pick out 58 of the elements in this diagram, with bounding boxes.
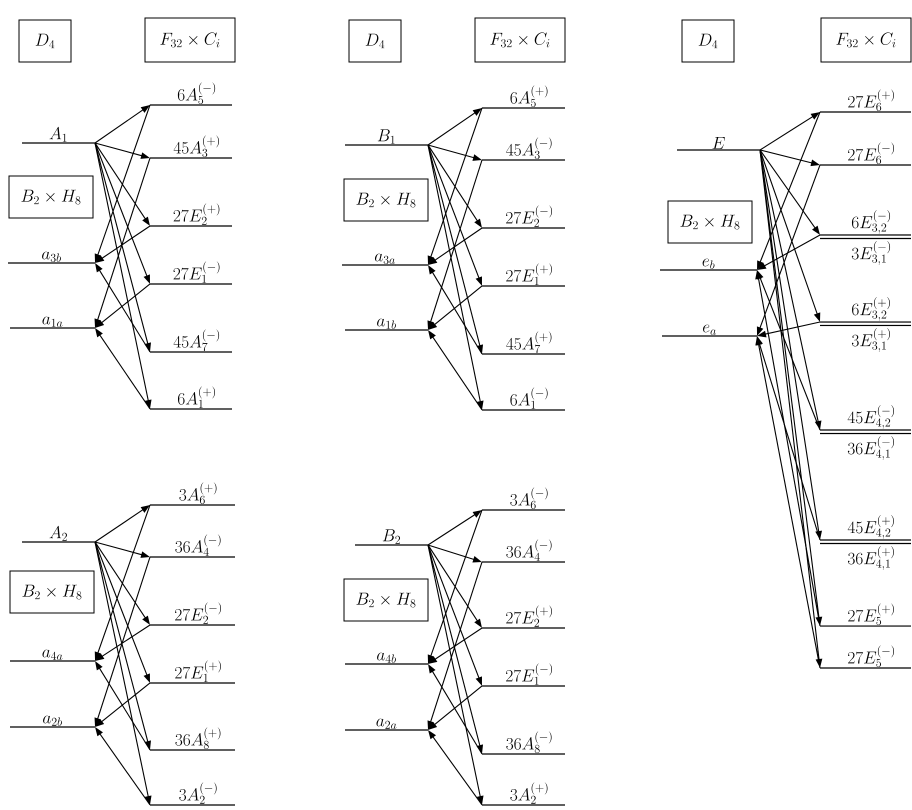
term-box: $B_2\times H_8$: [668, 200, 752, 244]
energy-level: $e_b$: [660, 258, 757, 271]
energy-level: $45A_3^{(-)}$: [482, 137, 565, 161]
energy-level: $27E_1^{(-)}$: [482, 663, 565, 687]
energy-level: $27E_5^{(-)}$: [820, 645, 911, 669]
energy-level: $a_{4a}$: [10, 650, 95, 662]
energy-level: $6A_1^{(+)}$: [150, 386, 232, 410]
energy-level: $27E_1^{(-)}$: [150, 261, 232, 285]
energy-level: $45A_3^{(+)}$: [150, 135, 232, 159]
energy-level: $a_{4b}$: [345, 652, 428, 665]
energy-level: $27E_6^{(-)}$: [820, 142, 911, 166]
energy-level: $27E_1^{(+)}$: [482, 263, 565, 287]
energy-level: $6A_5^{(-)}$: [150, 82, 232, 106]
energy-level: $A_1$: [22, 126, 95, 144]
energy-level: $45E_{4,2}^{(-)}$ $36E_{4,1}^{(-)}$: [820, 405, 911, 460]
term-box: $F_{32}\times C_i$: [474, 17, 566, 62]
energy-level: $3A_6^{(-)}$: [482, 487, 565, 511]
energy-level: $a_{2a}$: [345, 718, 428, 731]
term-box: $D_4$: [682, 19, 734, 62]
energy-level: $E$: [677, 137, 760, 151]
energy-level: $27E_5^{(+)}$: [820, 603, 911, 627]
energy-level: $27E_1^{(+)}$: [150, 660, 235, 684]
energy-level: $45E_{4,2}^{(+)}$ $36E_{4,1}^{(+)}$: [820, 515, 911, 570]
term-box: $B_2\times H_8$: [344, 178, 428, 222]
energy-level: $3A_2^{(+)}$: [482, 782, 565, 806]
energy-level: $36A_8^{(-)}$: [482, 731, 565, 755]
term-box: $F_{32}\times C_i$: [820, 17, 912, 62]
energy-level: $6E_{3,2}^{(+)}$ $3E_{3,1}^{(+)}$: [820, 297, 911, 352]
energy-level: $B_1$: [345, 129, 428, 146]
energy-level: $27E_2^{(-)}$: [482, 205, 565, 229]
energy-level: $6E_{3,2}^{(-)}$ $3E_{3,1}^{(-)}$: [820, 210, 911, 265]
energy-level: $6A_5^{(+)}$: [482, 85, 565, 109]
energy-level: $A_2$: [22, 526, 95, 543]
energy-level: $6A_1^{(-)}$: [482, 387, 565, 411]
term-box: $B_2\times H_8$: [8, 175, 94, 218]
energy-level: $a_{1b}$: [345, 318, 428, 331]
energy-level: $27E_2^{(-)}$: [150, 602, 235, 626]
energy-level: $36A_4^{(-)}$: [150, 534, 235, 558]
term-box: $D_4$: [348, 19, 402, 62]
term-box: $D_4$: [18, 19, 72, 62]
energy-level: $27E_2^{(+)}$: [482, 605, 565, 629]
energy-level: $3A_2^{(-)}$: [150, 782, 235, 806]
energy-level: $a_{2b}$: [10, 716, 95, 728]
energy-level: $36A_8^{(+)}$: [150, 727, 235, 751]
term-box: $B_2\times H_8$: [10, 570, 94, 614]
energy-level: $e_a$: [662, 324, 757, 337]
term-box: $B_2\times H_8$: [344, 578, 428, 622]
energy-level: $36A_4^{(-)}$: [482, 539, 565, 563]
energy-level: $3A_6^{(+)}$: [150, 482, 235, 506]
energy-level: $27E_6^{(+)}$: [820, 89, 911, 113]
energy-level: $a_{3b}$: [8, 252, 95, 264]
energy-level: $27E_2^{(+)}$: [150, 203, 232, 227]
energy-level: $45A_7^{(-)}$: [150, 329, 232, 353]
energy-level: $45A_7^{(+)}$: [482, 331, 565, 355]
energy-level: $a_{3a}$: [342, 254, 428, 266]
energy-level: $a_{1a}$: [10, 316, 95, 329]
energy-level: $B_2$: [355, 529, 428, 546]
term-box: $F_{32}\times C_i$: [144, 17, 236, 62]
